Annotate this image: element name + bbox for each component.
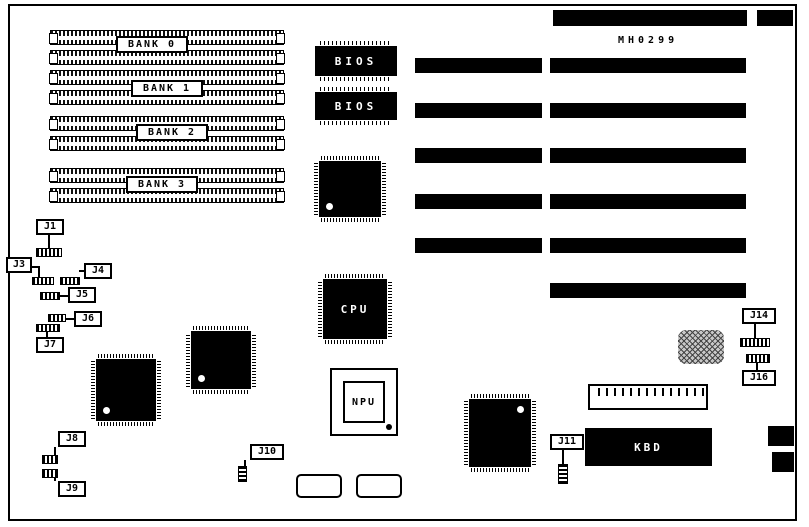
pin1-dot [517,406,524,413]
jumper-label-j4: J4 [84,263,112,279]
ic-chip [91,354,161,426]
ic-chip [186,326,256,394]
leader-line [244,460,246,466]
ic-die [469,399,531,467]
leader-line [48,235,50,248]
jumper-label-j6: J6 [74,311,102,327]
jumper-pins-j16 [746,354,770,363]
leader-line [54,447,56,455]
bank2-label: BANK 2 [136,124,208,141]
leader-line [46,332,48,337]
pin1-dot [103,407,110,414]
bank1-label: BANK 1 [131,80,203,97]
jumper-pins-j3 [32,277,54,285]
jumper-label-j5: J5 [68,287,96,303]
expansion-slot [550,58,746,73]
leader-line [756,363,758,370]
cpu-chip: CPU [318,274,392,344]
expansion-slot [550,194,746,209]
pin1-dot [326,203,333,210]
jumper-pins-j10 [238,466,247,482]
expansion-slot [415,194,542,209]
bank0-label: BANK 0 [116,36,188,53]
leader-line [79,270,84,272]
bios-chip-1: BIOS [315,41,397,81]
ic-die [319,161,381,217]
ic-chip [314,156,386,222]
expansion-slot [415,58,542,73]
jumper-label-j9: J9 [58,481,86,497]
expansion-slot [550,283,746,298]
ic-die [96,359,156,421]
pin1-dot [198,375,205,382]
oscillator [356,474,402,498]
ic-chip [464,394,536,472]
expansion-slot [550,103,746,118]
npu-label: NPU [343,381,385,423]
edge-connector [768,426,794,446]
jumper-label-j11: J11 [550,434,584,450]
jumper-pins-j6 [48,314,66,322]
jumper-label-j8: J8 [58,431,86,447]
jumper-pins-j8 [42,455,58,464]
expansion-slot [415,103,542,118]
oscillator [296,474,342,498]
ic-die [191,331,251,389]
leader-line [754,324,756,338]
jumper-label-j1: J1 [36,219,64,235]
top-right-edge-bar [757,10,793,26]
expansion-slot [415,238,542,253]
leader-line [66,318,74,320]
jumper-pins-j5 [40,292,60,300]
jumper-label-j3: J3 [6,257,32,273]
leader-line [38,266,40,277]
expansion-slot [550,148,746,163]
leader-line [562,450,564,464]
cpu-die: CPU [323,279,387,339]
pin-header [588,384,708,410]
bios-chip-2: BIOS [315,87,397,125]
jumper-label-j10: J10 [250,444,284,460]
hatched-component [678,330,724,364]
leader-line [60,295,68,297]
jumper-label-j16: J16 [742,370,776,386]
leader-line [54,478,56,481]
top-edge-bar [553,10,747,26]
jumper-pins-j7 [36,324,60,332]
cpu-label: CPU [340,302,370,316]
npu-socket: NPU [330,368,398,436]
edge-connector [772,452,794,472]
bank3-label: BANK 3 [126,176,198,193]
expansion-slot [415,148,542,163]
jumper-pins-j1 [36,248,62,257]
jumper-label-j7: J7 [36,337,64,353]
jumper-pins-j9 [42,469,58,478]
kbd-chip: KBD [585,428,712,466]
jumper-pins-j14 [740,338,770,347]
jumper-pins-j11 [558,464,568,484]
expansion-slot [550,238,746,253]
leader-line [32,266,40,268]
jumper-pins-j4 [60,277,80,285]
jumper-label-j14: J14 [742,308,776,324]
part-number-label: MH0299 [618,35,679,46]
npu-pin1-dot [386,424,392,430]
